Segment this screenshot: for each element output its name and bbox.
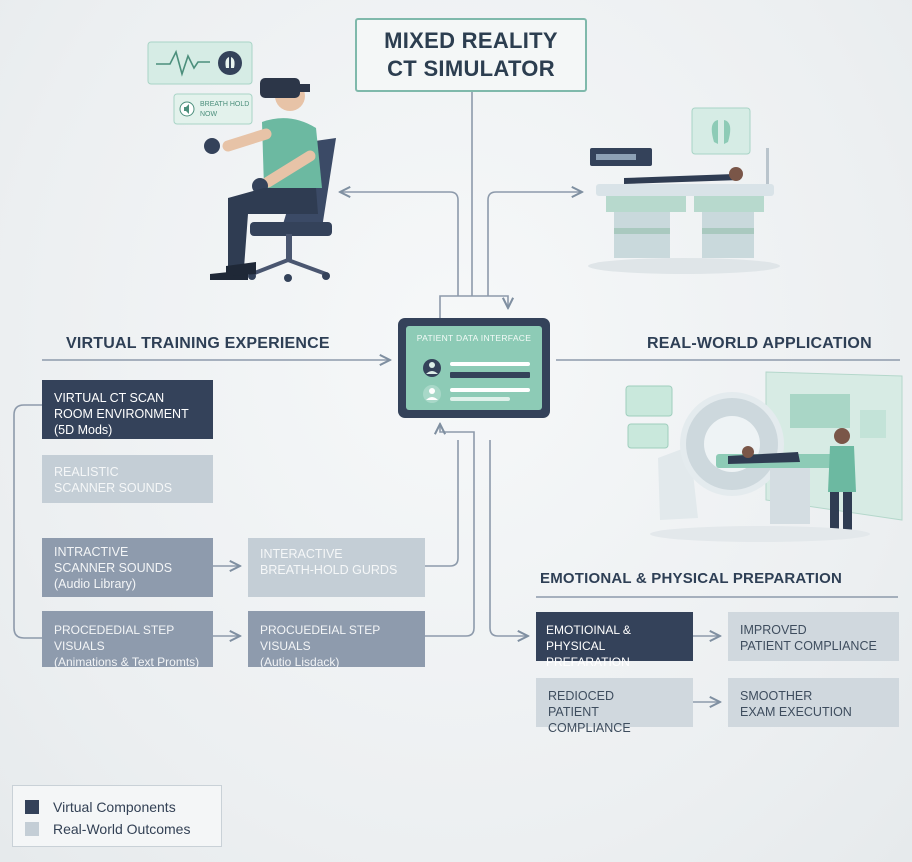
- legend: Virtual Components Real-World Outcomes: [12, 785, 222, 847]
- box-line-2: PATIENT COMPLIANCE: [548, 705, 631, 735]
- legend-item-virtual: Virtual Components: [25, 796, 209, 818]
- virtual-training-heading: VIRTUAL TRAINING EXPERIENCE: [66, 335, 330, 352]
- box-line-2: EXAM EXECUTION: [740, 705, 852, 719]
- box-line-2: PATIENT COMPLIANCE: [740, 639, 877, 653]
- breath-hold-text-1: BREATH HOLD: [200, 101, 249, 108]
- box-line-2: ROOM ENVIRONMENT: [54, 407, 189, 421]
- box-line-2: SCANNER SOUNDS: [54, 481, 173, 495]
- title-line-1: MIXED REALITY: [384, 28, 558, 53]
- box-smoother-exam: SMOOTHER EXAM EXECUTION: [728, 678, 899, 727]
- legend-swatch-light: [25, 822, 39, 836]
- legend-label: Virtual Components: [53, 799, 176, 815]
- box-line-1: PROCEDEDIAL STEP VISUALS: [54, 623, 175, 653]
- box-sub: (5D Mods): [54, 423, 113, 437]
- box-interactive-scanner-sounds: INTRACTIVE SCANNER SOUNDS (Audio Library…: [42, 538, 213, 597]
- box-sub: (Audio Library): [54, 577, 136, 591]
- box-line-2: BREATH-HOLD GURDS: [260, 563, 398, 577]
- box-virtual-ct-room: VIRTUAL CT SCAN ROOM ENVIRONMENT (5D Mod…: [42, 380, 213, 439]
- box-line-1: EMOTIOINAL &: [546, 623, 631, 637]
- lungs-icon: [225, 57, 235, 68]
- legend-item-real-world: Real-World Outcomes: [25, 818, 209, 840]
- breath-hold-hud: BREATH HOLD NOW: [173, 93, 253, 125]
- waveform-hud-panel: [147, 41, 253, 85]
- legend-label: Real-World Outcomes: [53, 821, 191, 837]
- box-line-1: INTRACTIVE: [54, 545, 129, 559]
- lungs-icon: [711, 120, 731, 144]
- legend-swatch-dark: [25, 800, 39, 814]
- box-sub: (Animations & Text Promts): [54, 655, 200, 669]
- box-procedural-step-visuals-audio: PROCUEDEIAL STEP VISUALS (Autio Lisdack): [248, 611, 425, 669]
- box-line-1: IMPROVED: [740, 623, 807, 637]
- patient-data-tablet: PATIENT DATA INTERFACE: [398, 318, 550, 418]
- real-world-heading: REAL-WORLD APPLICATION: [647, 335, 872, 352]
- patient-bed-illustration: [588, 107, 780, 274]
- box-sub: (Autio Lisdack): [260, 655, 340, 669]
- box-line-1: PROCUEDEIAL STEP VISUALS: [260, 623, 381, 653]
- tablet-screen: PATIENT DATA INTERFACE: [406, 326, 542, 410]
- box-reduced-compliance: REDIOCED PATIENT COMPLIANCE: [536, 678, 693, 735]
- box-line-1: SMOOTHER: [740, 689, 813, 703]
- box-line-1: REDIOCED: [548, 689, 614, 703]
- box-line-2: SCANNER SOUNDS: [54, 561, 173, 575]
- box-line-1: REALISTIC: [54, 465, 119, 479]
- vr-headset: [260, 78, 300, 98]
- ct-scanner-illustration: [625, 371, 903, 542]
- tablet-title: PATIENT DATA INTERFACE: [416, 333, 532, 343]
- speaker-icon: [184, 104, 189, 114]
- title-box: MIXED REALITY CT SIMULATOR: [355, 18, 587, 92]
- breath-hold-text-2: NOW: [200, 111, 218, 118]
- emotional-prep-heading: EMOTIONAL & PHYSICAL PREPARATION: [540, 570, 842, 587]
- box-line-2: PHYSICAL PREFARATION: [546, 639, 630, 669]
- title-line-2: CT SIMULATOR: [387, 56, 555, 81]
- box-line-1: VIRTUAL CT SCAN: [54, 391, 165, 405]
- box-breath-hold-guides: INTERACTIVE BREATH-HOLD GURDS: [248, 538, 425, 597]
- box-emotional-physical-prep: EMOTIOINAL & PHYSICAL PREFARATION: [536, 612, 693, 669]
- vr-trainee-illustration: BREATH HOLD NOW: [147, 41, 336, 282]
- box-improved-compliance: IMPROVED PATIENT COMPLIANCE: [728, 612, 899, 661]
- box-line-1: INTERACTIVE: [260, 547, 343, 561]
- box-procedural-step-visuals: PROCEDEDIAL STEP VISUALS (Animations & T…: [42, 611, 213, 669]
- box-realistic-scanner-sounds: REALISTIC SCANNER SOUNDS: [42, 455, 213, 503]
